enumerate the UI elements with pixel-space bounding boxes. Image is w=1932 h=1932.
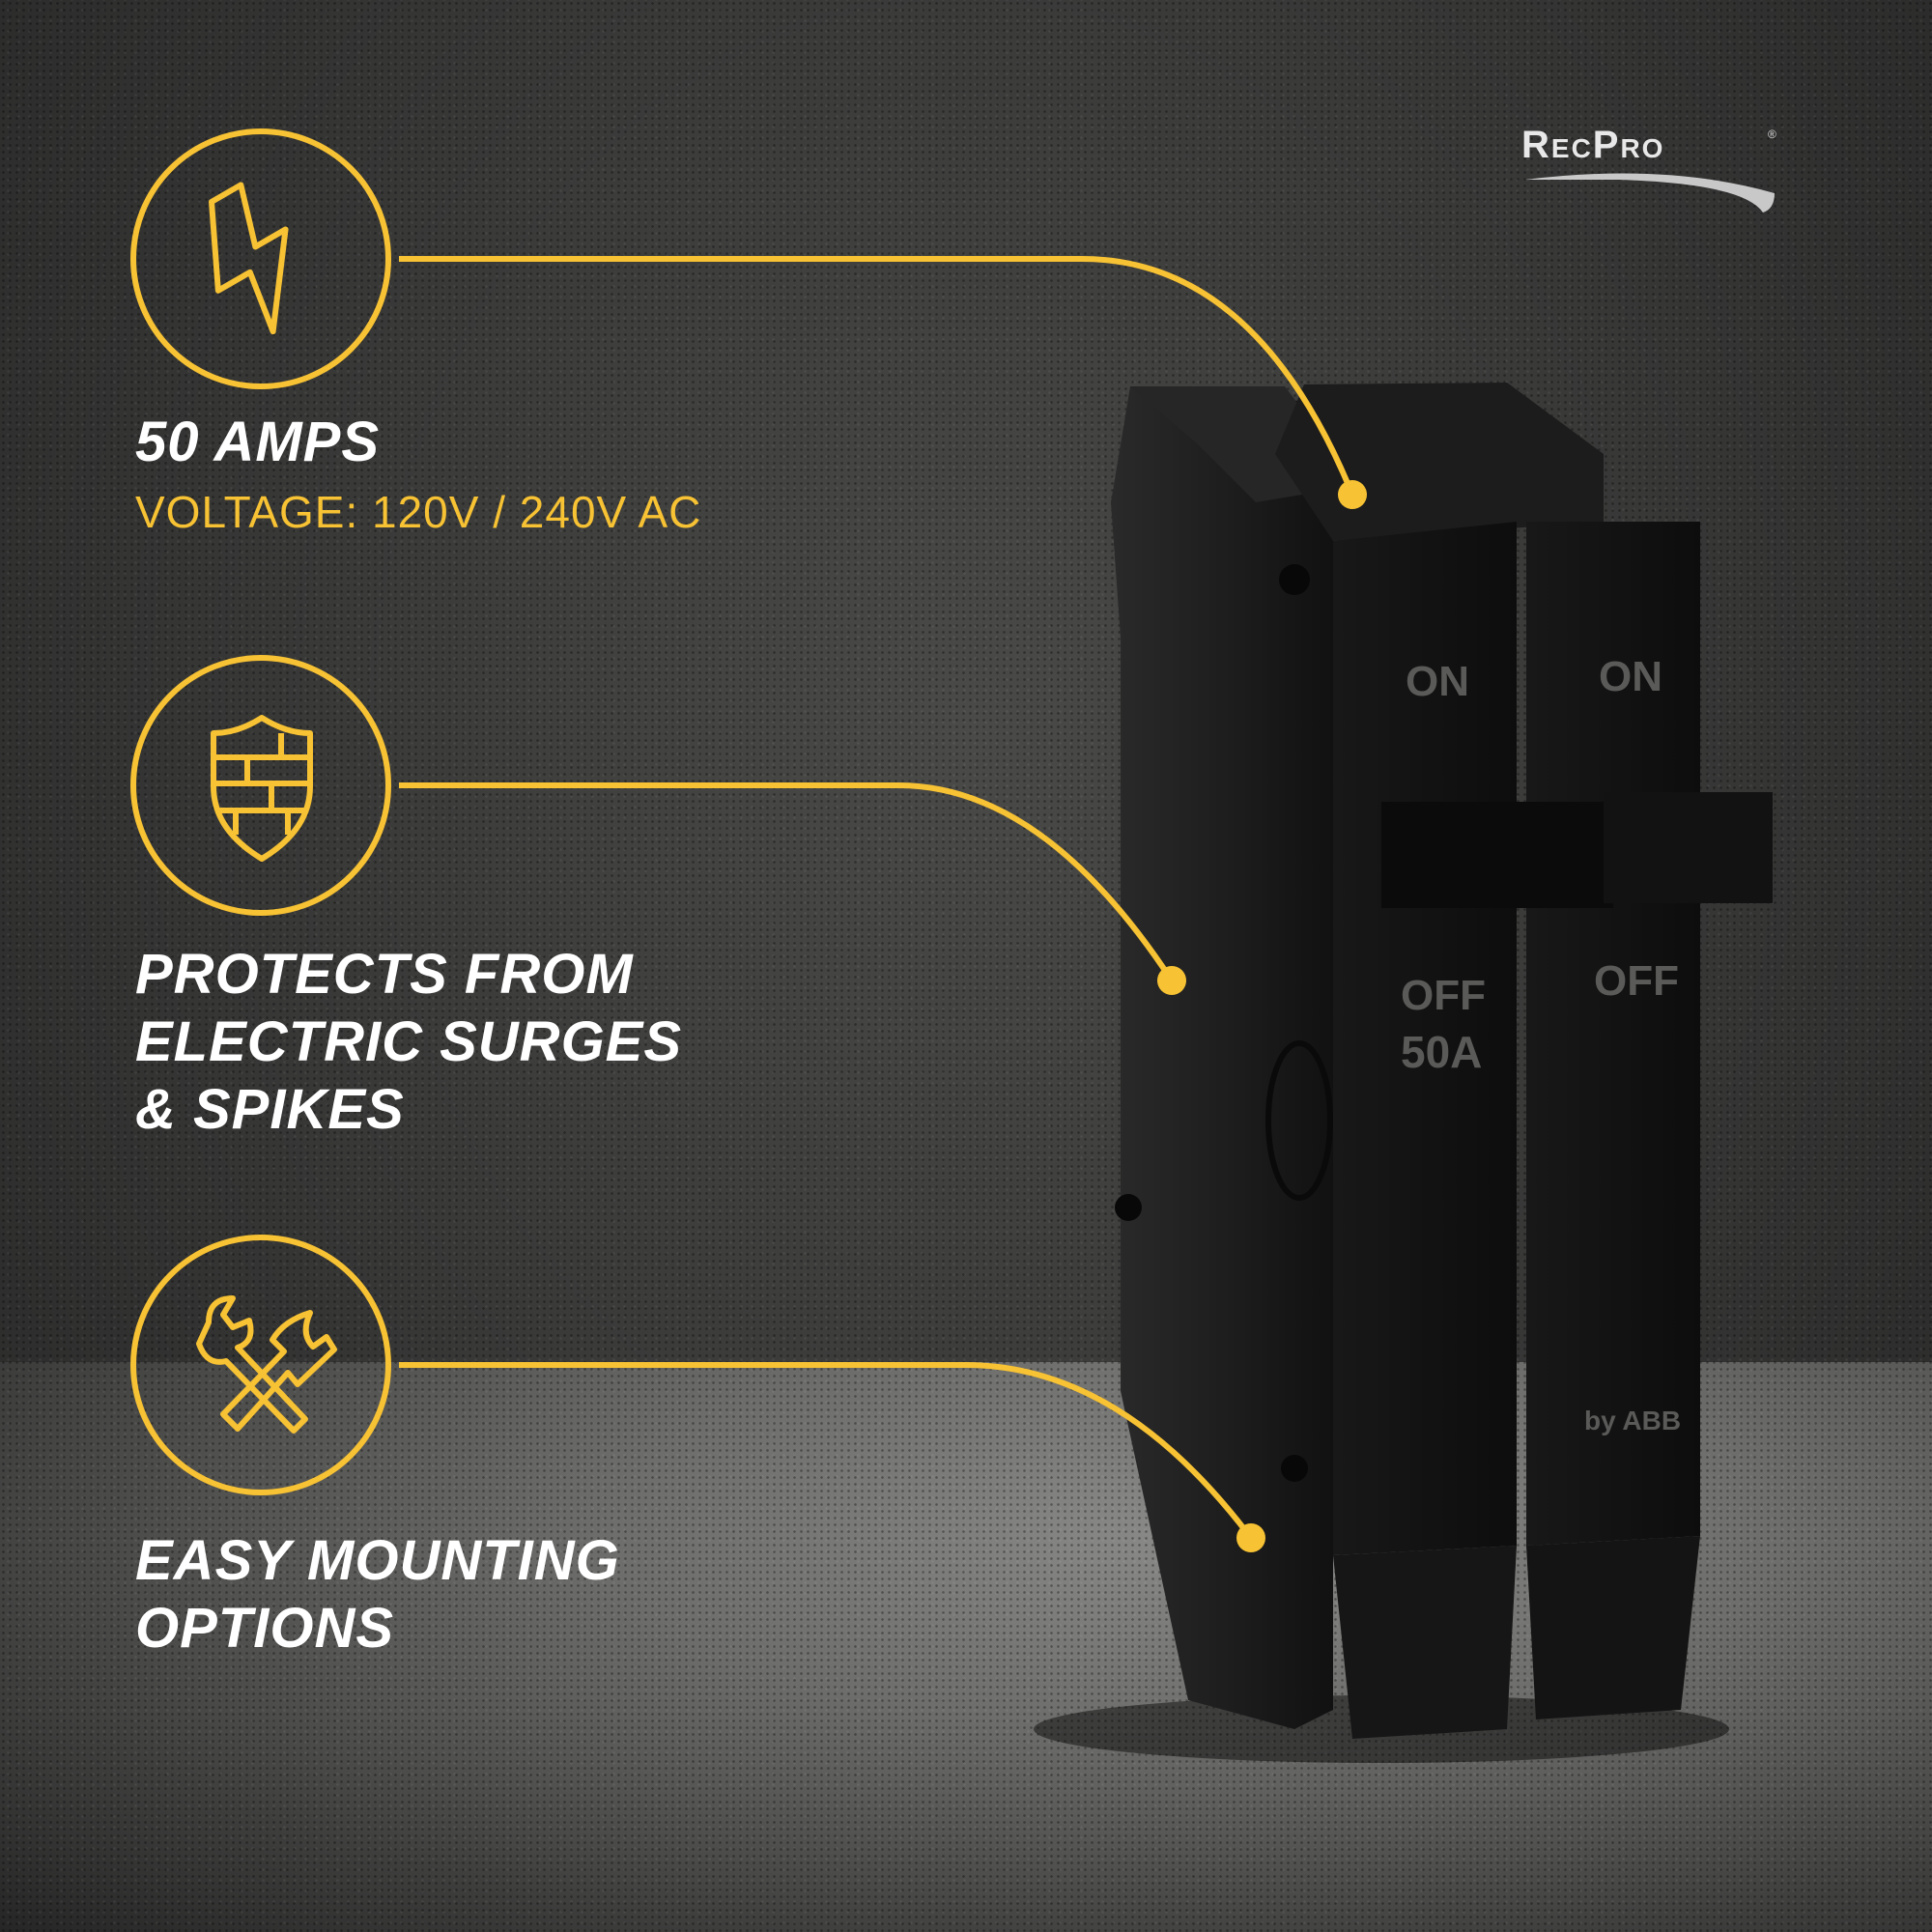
logo-text: RecPro [1521, 124, 1665, 166]
feature-icon-circle-1 [130, 128, 391, 389]
wrench-hammer-icon [196, 1295, 337, 1434]
feature-3-title-line-2: OPTIONS [135, 1597, 395, 1660]
connector-1-dot [1338, 480, 1367, 509]
connector-2-dot [1157, 966, 1186, 995]
brand-logo: RecPro ® [1521, 124, 1782, 220]
feature-icon-circle-3 [130, 1235, 391, 1495]
lightning-bolt-icon [209, 182, 289, 335]
connector-3 [399, 1362, 1254, 1540]
feature-3-title-line-1: EASY MOUNTING [135, 1529, 620, 1592]
registered-mark: ® [1768, 128, 1776, 141]
rating-label: 50A [1401, 1027, 1482, 1077]
connector-2 [399, 782, 1175, 982]
feature-2-title-line-3: & SPIKES [135, 1078, 405, 1141]
brick-shield-icon [211, 715, 313, 862]
logo-swoosh [1525, 173, 1775, 213]
feature-1-subtitle: VOLTAGE: 120V / 240V AC [135, 487, 702, 537]
left-on-label: ON [1406, 658, 1469, 705]
right-off-label: OFF [1594, 957, 1679, 1005]
feature-2-title-line-1: PROTECTS FROM [135, 943, 634, 1006]
connector-1 [399, 256, 1355, 497]
feature-2-title-line-2: ELECTRIC SURGES [135, 1010, 683, 1073]
feature-icon-circle-2 [130, 655, 391, 916]
connector-3-dot [1236, 1523, 1265, 1552]
feature-1-title: 50 AMPS [135, 411, 381, 473]
left-off-label: OFF [1401, 972, 1486, 1019]
right-on-label: ON [1599, 653, 1662, 700]
maker-label: by ABB [1584, 1406, 1681, 1435]
